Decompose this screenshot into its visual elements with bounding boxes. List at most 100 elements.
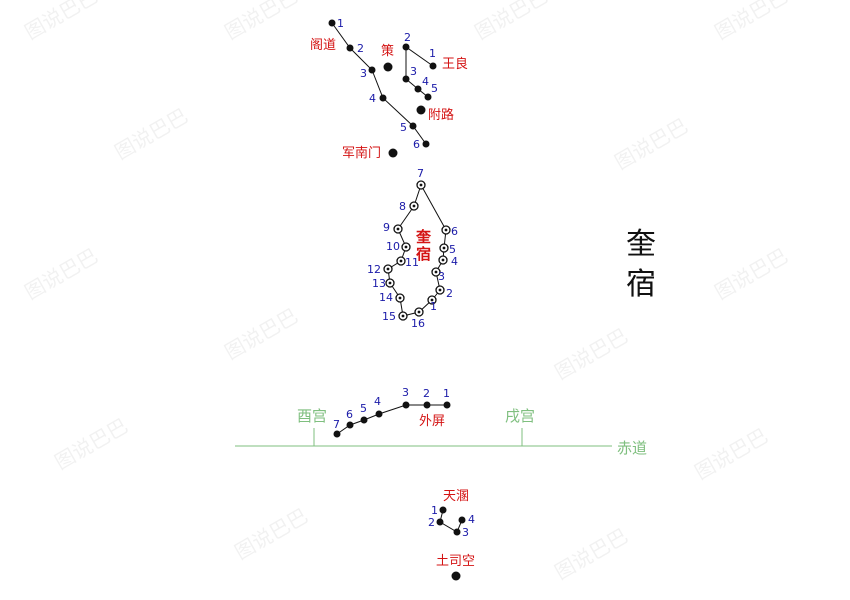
wangliang-asterism: 1 2 3 4 5 王良 xyxy=(402,31,468,101)
star-number: 1 xyxy=(430,300,437,313)
star xyxy=(360,416,368,424)
watermark-text: 图说巴巴 xyxy=(611,114,692,175)
star-core xyxy=(398,296,402,300)
star xyxy=(439,506,447,514)
star-core xyxy=(434,270,438,274)
watermark-text: 图说巴巴 xyxy=(551,324,632,385)
star-number: 4 xyxy=(374,395,381,408)
tusikong-label: 土司空 xyxy=(436,554,475,569)
star xyxy=(368,66,376,74)
waiping-asterism: 1 2 3 4 5 6 7 外屏 xyxy=(333,386,451,438)
star xyxy=(422,140,430,148)
star-number: 11 xyxy=(405,256,419,269)
star-number: 4 xyxy=(369,92,376,105)
watermark-text: 图说巴巴 xyxy=(711,0,792,44)
tusikong-asterism: 土司空 xyxy=(436,554,475,581)
star-number: 1 xyxy=(429,47,436,60)
kuisu-star-cores xyxy=(386,183,448,318)
star-number: 6 xyxy=(413,138,420,151)
star-number: 13 xyxy=(372,277,386,290)
star-core xyxy=(396,227,400,231)
equator-label: 赤道 xyxy=(617,439,647,457)
star-core xyxy=(412,204,416,208)
watermark-text: 图说巴巴 xyxy=(21,0,102,44)
star xyxy=(443,401,451,409)
watermark-text: 图说巴巴 xyxy=(551,524,632,585)
star xyxy=(383,62,393,72)
star-core xyxy=(438,288,442,292)
kuisu-label-top: 奎 xyxy=(415,228,432,246)
watermark-text: 图说巴巴 xyxy=(471,0,552,44)
star-number: 8 xyxy=(399,200,406,213)
yougong-label: 酉宫 xyxy=(297,407,327,425)
star-number: 7 xyxy=(333,418,340,431)
wangliang-label: 王良 xyxy=(442,56,468,72)
star-core xyxy=(417,310,421,314)
star-core xyxy=(404,245,408,249)
star xyxy=(409,122,417,130)
star-core xyxy=(441,258,445,262)
star-number: 2 xyxy=(428,516,435,529)
watermark-text: 图说巴巴 xyxy=(51,414,132,475)
star-core xyxy=(419,183,423,187)
fulu-asterism: 附路 xyxy=(416,105,454,123)
star xyxy=(451,571,461,581)
star-number: 12 xyxy=(367,263,381,276)
junnanmen-asterism: 军南门 xyxy=(342,145,398,161)
star xyxy=(416,105,426,115)
star-number: 2 xyxy=(404,31,411,44)
waiping-label: 外屏 xyxy=(419,414,445,429)
star xyxy=(424,93,432,101)
star-number: 2 xyxy=(446,287,453,300)
star-number: 15 xyxy=(382,310,396,323)
star-core xyxy=(388,281,392,285)
star xyxy=(375,410,383,418)
star-number: 5 xyxy=(431,82,438,95)
watermark-text: 图说巴巴 xyxy=(21,244,102,305)
watermark-layer: 图说巴巴 图说巴巴 图说巴巴 图说巴巴 图说巴巴 图说巴巴 图说巴巴 图说巴巴 … xyxy=(21,0,792,584)
star-number: 6 xyxy=(346,408,353,421)
star-core xyxy=(399,259,403,263)
star-number: 7 xyxy=(417,167,424,180)
star xyxy=(402,401,410,409)
title-char-2: 宿 xyxy=(626,267,656,302)
star-number: 4 xyxy=(422,75,429,88)
star-number: 2 xyxy=(423,387,430,400)
star-number: 3 xyxy=(462,526,469,539)
star-number: 16 xyxy=(411,317,425,330)
star-number: 10 xyxy=(386,240,400,253)
star-core xyxy=(401,314,405,318)
star-core xyxy=(386,267,390,271)
star-number: 5 xyxy=(400,121,407,134)
star-number: 6 xyxy=(451,225,458,238)
star xyxy=(402,75,410,83)
kuisu-label-bottom: 宿 xyxy=(416,245,431,263)
star-core xyxy=(430,298,434,302)
star-core xyxy=(442,246,446,250)
star-number: 5 xyxy=(360,402,367,415)
star xyxy=(436,518,444,526)
star-number: 3 xyxy=(410,65,417,78)
star xyxy=(346,44,354,52)
star-number: 2 xyxy=(357,42,364,55)
xugong-label: 戌宫 xyxy=(505,407,535,425)
star xyxy=(414,85,422,93)
gedao-asterism: 1 2 3 4 5 6 阁道 xyxy=(310,17,430,151)
title-char-1: 奎 xyxy=(626,227,656,262)
star-number: 3 xyxy=(402,386,409,399)
kuisu-asterism: 1 2 3 4 5 6 7 8 9 10 11 12 13 14 15 16 奎… xyxy=(367,167,458,330)
star-number: 5 xyxy=(449,243,456,256)
star xyxy=(423,401,431,409)
star-number: 1 xyxy=(337,17,344,30)
ce-label: 策 xyxy=(381,43,394,59)
watermark-text: 图说巴巴 xyxy=(711,244,792,305)
watermark-text: 图说巴巴 xyxy=(231,504,312,565)
star xyxy=(346,421,354,429)
star-number: 4 xyxy=(468,513,475,526)
star-number: 3 xyxy=(438,270,445,283)
tianhun-asterism: 1 2 3 4 天溷 xyxy=(428,489,475,539)
star-number: 9 xyxy=(383,221,390,234)
watermark-text: 图说巴巴 xyxy=(221,0,302,44)
junnanmen-label: 军南门 xyxy=(342,145,381,161)
fulu-label: 附路 xyxy=(428,107,454,123)
